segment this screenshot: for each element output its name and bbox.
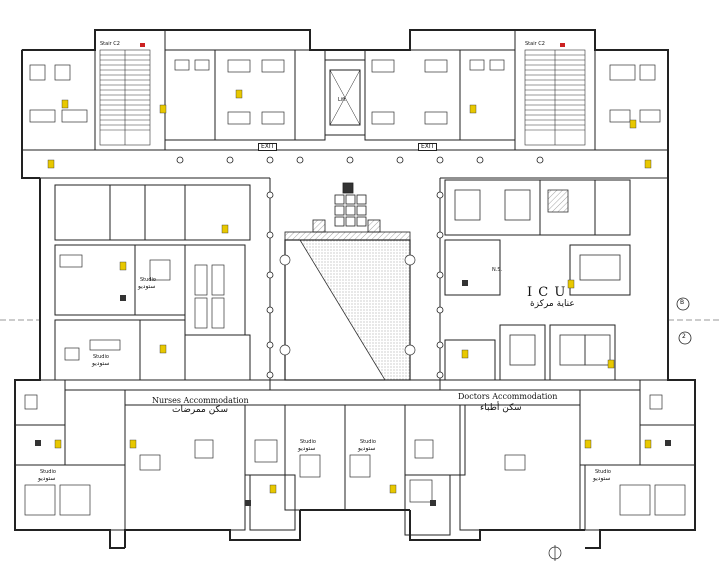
grid-bubble-2 bbox=[678, 331, 692, 345]
studio-ar-label-s1: ستوديو bbox=[298, 445, 316, 452]
top-furniture bbox=[29, 59, 661, 125]
stair-right-label: Stair C2 bbox=[525, 41, 545, 47]
west-rooms bbox=[54, 184, 251, 381]
grid-2-label: 2 bbox=[682, 333, 686, 340]
stair-right bbox=[524, 49, 586, 146]
south-rooms bbox=[14, 379, 696, 536]
nurses-accommodation-label: Nurses Accommodation bbox=[152, 396, 249, 405]
lift bbox=[329, 69, 361, 126]
fixtures bbox=[35, 280, 671, 506]
studio-ar-label-se: ستوديو bbox=[593, 475, 611, 482]
studio-ar-label-w: ستوديو bbox=[92, 360, 110, 367]
top-rooms bbox=[21, 29, 669, 151]
icu-rooms bbox=[444, 179, 631, 381]
stair-left-label: Stair C2 bbox=[100, 41, 120, 47]
north-arrow bbox=[548, 545, 562, 561]
exit-sign-left: EXIT bbox=[258, 143, 278, 151]
red-marks bbox=[140, 43, 565, 47]
stair-left bbox=[99, 49, 151, 146]
yellow-markers bbox=[47, 89, 652, 494]
south-furniture bbox=[24, 394, 686, 516]
studio-label-w2: Studio bbox=[140, 277, 156, 283]
nurses-accommodation-arabic: سكن ممرضات bbox=[172, 405, 229, 415]
lift-label: Lift bbox=[338, 97, 346, 103]
studio-label-sw: Studio bbox=[40, 469, 56, 475]
west-furniture bbox=[59, 254, 225, 361]
studio-ar-label-sw: ستوديو bbox=[38, 475, 56, 482]
nurse-station-label: N.S. bbox=[492, 267, 503, 273]
grid-b-label: B bbox=[680, 299, 685, 306]
icu-arabic-label: عناية مركزة bbox=[530, 299, 575, 309]
studio-label-se: Studio bbox=[595, 469, 611, 475]
grid-bubble-b bbox=[676, 297, 690, 311]
doctors-accommodation-label: Doctors Accommodation bbox=[458, 392, 558, 401]
exit-sign-right: EXIT bbox=[418, 143, 438, 151]
studio-ar-label-w2: ستوديو bbox=[138, 283, 156, 290]
icu-label: I C U bbox=[527, 285, 567, 300]
doctors-accommodation-arabic: سكن أطباء bbox=[480, 403, 522, 413]
studio-label-s1: Studio bbox=[300, 439, 316, 445]
studio-label-s2: Studio bbox=[360, 439, 376, 445]
columns bbox=[176, 156, 544, 379]
studio-label-w: Studio bbox=[93, 354, 109, 360]
courtyard bbox=[279, 182, 416, 381]
studio-ar-label-s2: ستوديو bbox=[358, 445, 376, 452]
icu-beds bbox=[454, 189, 621, 366]
